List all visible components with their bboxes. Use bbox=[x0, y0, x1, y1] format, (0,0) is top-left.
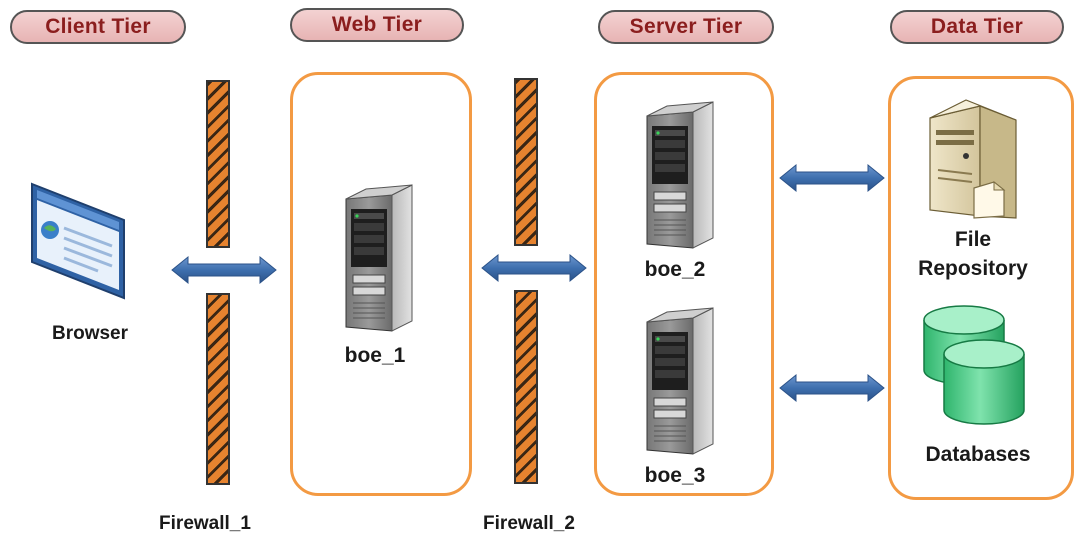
file-server-icon bbox=[929, 99, 1017, 219]
firewall-1-upper bbox=[206, 80, 230, 248]
firewall-1-lower bbox=[206, 293, 230, 485]
browser-label: Browser bbox=[51, 323, 129, 344]
boe-3-label: boe_3 bbox=[644, 464, 706, 487]
web-tier-header: Web Tier bbox=[290, 8, 464, 42]
browser-window-icon bbox=[31, 182, 125, 300]
firewall-1-label: Firewall_1 bbox=[159, 513, 251, 534]
server-databases-arrow bbox=[779, 373, 885, 403]
server-tier-header: Server Tier bbox=[598, 10, 774, 44]
tower-server-icon bbox=[646, 101, 714, 249]
boe-1-label: boe_1 bbox=[344, 344, 406, 367]
client-tier-header: Client Tier bbox=[10, 10, 186, 44]
firewall-2-lower bbox=[514, 290, 538, 484]
file-repository-label-line2: Repository bbox=[918, 257, 1028, 280]
boe-2-label: boe_2 bbox=[644, 258, 706, 281]
tower-server-icon bbox=[345, 184, 413, 332]
server-file-repository-arrow bbox=[779, 163, 885, 193]
firewall-2-label: Firewall_2 bbox=[483, 513, 575, 534]
web-server-arrow bbox=[481, 253, 587, 283]
data-tier-header: Data Tier bbox=[890, 10, 1064, 44]
client-web-arrow bbox=[171, 255, 277, 285]
tower-server-icon bbox=[646, 307, 714, 455]
firewall-2-upper bbox=[514, 78, 538, 246]
file-repository-label-line1: File bbox=[954, 228, 992, 251]
databases-label: Databases bbox=[925, 443, 1031, 466]
database-cylinders-icon bbox=[923, 305, 1025, 425]
